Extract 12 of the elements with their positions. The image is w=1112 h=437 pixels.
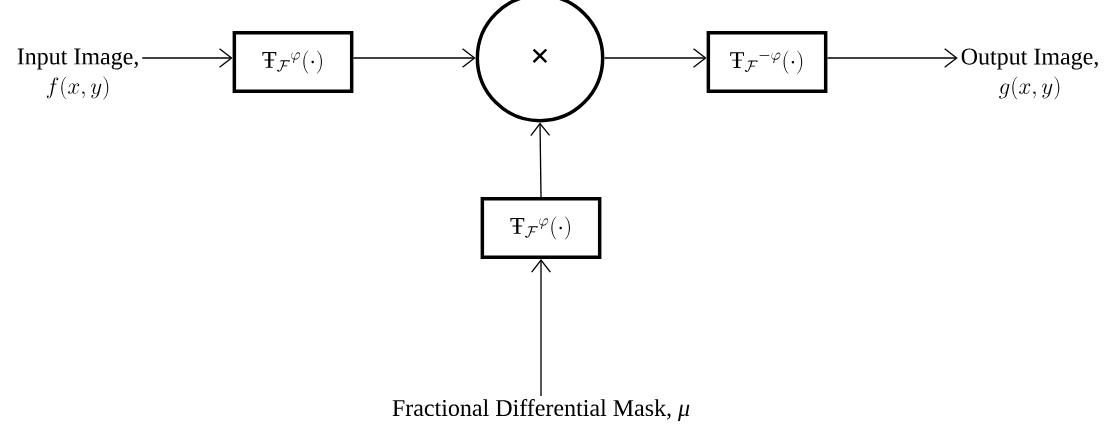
arrow <box>603 48 707 68</box>
arrow <box>826 48 958 68</box>
arrow <box>530 122 551 198</box>
inverse-transform-box: $\mbox{Ŧ}_{\mathcal{F}}{}^{-\varphi}(\cdot)$ <box>706 30 828 94</box>
output-label: Output Image, $g(x,y)$ <box>961 48 1098 100</box>
mask-label: Fractional Differential Mask, μ <box>392 399 690 422</box>
arrow <box>141 48 233 68</box>
input-label: Input Image, $f(x,y)$ <box>17 48 138 100</box>
transform-box: $\mbox{Ŧ}_{\mathcal{F}}{}^{\varphi}(\cdot)$ <box>480 196 602 260</box>
arrow <box>352 48 476 68</box>
transform-box: $\mbox{Ŧ}_{\mathcal{F}}{}^{\varphi}(\cdot)$ <box>232 30 354 94</box>
arrow <box>531 259 551 397</box>
